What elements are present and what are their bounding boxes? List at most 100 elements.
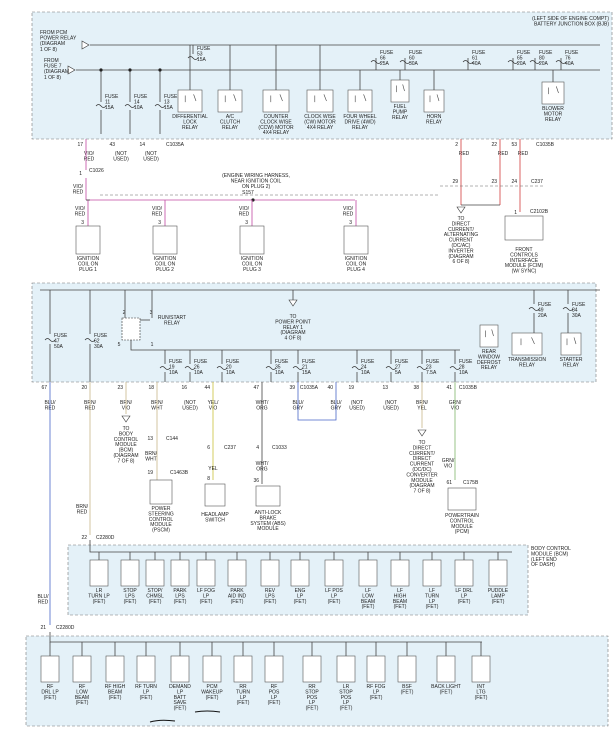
mid-out-7-pin: 39	[289, 385, 295, 391]
bcm-fet-9-box	[358, 559, 378, 587]
mid-out-10-pin: 13	[382, 385, 388, 391]
c237-pin2: 8	[207, 476, 210, 482]
bottom-fet-7-box	[264, 655, 284, 683]
bjb-fuse-0	[95, 104, 107, 108]
bjb-relay-0	[177, 89, 203, 113]
mid-fuse-3	[265, 366, 277, 370]
mid-fuse-6-symbol	[385, 366, 397, 370]
c1026-wire: VIO/RED	[73, 184, 84, 196]
bjb-title: (LEFT SIDE OF ENGINE COMPT)BATTERY JUNCT…	[532, 16, 609, 28]
bjb-fuse-0-symbol	[95, 104, 107, 108]
bjb-relay-5-contact	[402, 84, 405, 92]
inverter-pin-23: 23	[491, 179, 497, 185]
c1026-label: C1026	[89, 168, 104, 174]
c2280d-2-label: C2280D	[56, 625, 75, 631]
c1463b-label: C1463B	[170, 470, 189, 476]
c1033-wire: WHT/ORG	[256, 461, 269, 472]
bcm-fet-12-box	[454, 559, 474, 587]
inverter-pin-24: 24	[511, 179, 517, 185]
bottom-scribble-mark	[149, 710, 221, 723]
coil-3-box	[343, 225, 369, 255]
bjb-out-7-connector: C1035B	[536, 142, 555, 148]
mid-relay-2	[560, 332, 582, 356]
inverter-arrow	[456, 206, 466, 214]
mid-out-0-pin: 67	[41, 385, 47, 391]
mid-relay-0-contact	[491, 329, 494, 337]
bjb-fuse-1-symbol	[124, 104, 136, 108]
c237-wire: YEL	[208, 466, 218, 472]
c1033-pin2: 36	[253, 478, 259, 484]
bjb-fuse-9	[555, 60, 567, 64]
mid-out-3-pin: 18	[148, 385, 154, 391]
c175b-pin: 61	[446, 480, 452, 486]
c2280d-1-label: C2280D	[96, 535, 115, 541]
bottom-fet-0-box	[40, 655, 60, 683]
coil-1-box	[152, 225, 178, 255]
bjb-relay-2	[262, 89, 290, 113]
mid-out-9-pin: 19	[348, 385, 354, 391]
mid-fuse-6	[385, 366, 397, 370]
bjb-fuse-2	[154, 104, 166, 108]
mid-fuse-left-0	[44, 338, 56, 342]
run-start-pin-5: 5	[118, 342, 121, 348]
coil-2-wire-label: VIO/RED	[239, 206, 250, 218]
c2102b-label: C2102B	[530, 209, 549, 215]
mid-out-2-pin: 23	[117, 385, 123, 391]
bcm-fet-3-box	[170, 559, 190, 587]
bjb-relay-4-contact	[363, 94, 367, 102]
bottom-fet-12-label: BACK LIGHT(FET)	[431, 684, 461, 695]
bjb-fuse-4	[370, 60, 382, 64]
mid-fuse-5	[351, 366, 363, 370]
bjb-fuse-7-symbol	[507, 60, 519, 64]
mid-relay-2-contact	[573, 337, 577, 345]
coil-2-pin: 3	[245, 220, 248, 226]
run-start-out-bus	[130, 340, 460, 351]
dcdc-ref-arrow	[417, 429, 427, 437]
abs-box	[255, 485, 281, 507]
bottom-fet-2-box	[105, 655, 125, 683]
mid-junction-region	[31, 282, 597, 383]
mid-fuse-0	[159, 366, 171, 370]
bjb-out-4-pin: 2	[455, 142, 458, 148]
bottom-fet-13-box	[471, 655, 491, 683]
bottom-fet-4-box	[170, 655, 190, 683]
c1033-pin: 4	[256, 445, 259, 451]
bottom-fet-11-box	[397, 655, 417, 683]
bjb-relay-1-contact	[233, 94, 237, 102]
harness-note: (ENGINE WIRING HARNESS,NEAR IGNITION COI…	[222, 173, 290, 190]
run-start-pin-2: 2	[123, 310, 126, 316]
bjb-fuse-1-node	[128, 68, 132, 72]
bjb-relay-3-contact	[323, 94, 327, 102]
bjb-fuse-1	[124, 104, 136, 108]
